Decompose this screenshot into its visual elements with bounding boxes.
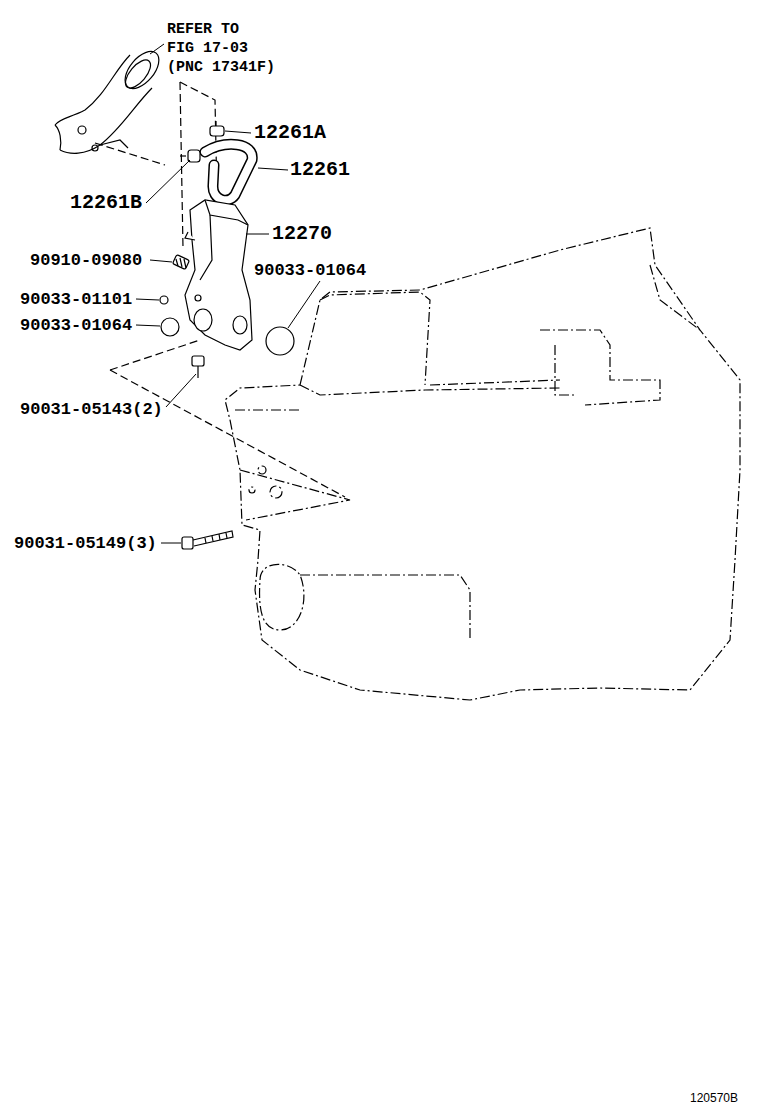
hose xyxy=(205,144,252,200)
callout-number: 12270 xyxy=(272,224,332,244)
part-number: 90033-01101 xyxy=(20,291,132,308)
reference-note: (PNC 17341F) xyxy=(167,60,275,75)
reference-note: FIG 17-03 xyxy=(167,41,248,56)
callout-number: 12261B xyxy=(70,193,142,213)
figure-id: 120570B xyxy=(690,1092,738,1104)
fasteners xyxy=(160,255,294,549)
reference-note: REFER TO xyxy=(167,22,239,37)
leader-lines xyxy=(136,44,320,543)
part-number: 90031-05149(3) xyxy=(14,535,157,552)
callout-number: 12261A xyxy=(254,123,326,143)
air-pipe xyxy=(55,45,165,153)
hose-clamps xyxy=(180,121,224,162)
part-number: 90033-01064 xyxy=(20,317,132,334)
part-number: 90033-01064 xyxy=(254,262,366,279)
bracket xyxy=(185,200,252,350)
engine-outline xyxy=(225,228,740,700)
part-number: 90031-05143(2) xyxy=(20,401,163,418)
callout-number: 12261 xyxy=(290,160,350,180)
assembly-frame xyxy=(95,82,345,497)
part-number: 90910-09080 xyxy=(30,252,142,269)
